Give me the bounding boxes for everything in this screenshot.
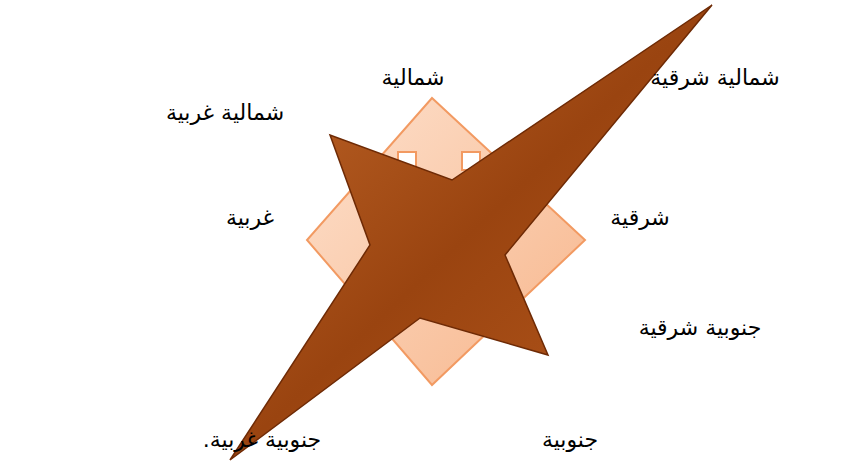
direction-label: شمالية [382, 65, 445, 91]
direction-label: جنوبية [542, 427, 598, 453]
direction-label: شمالية شرقية [650, 65, 780, 91]
direction-label: شمالية غربية [166, 100, 284, 126]
direction-label: جنوبية شرقية [639, 315, 762, 341]
direction-label: جنوبية غربية. [203, 427, 321, 453]
compass-star [230, 5, 712, 460]
direction-label: شرقية [610, 205, 670, 231]
direction-label: غربية [226, 205, 274, 231]
